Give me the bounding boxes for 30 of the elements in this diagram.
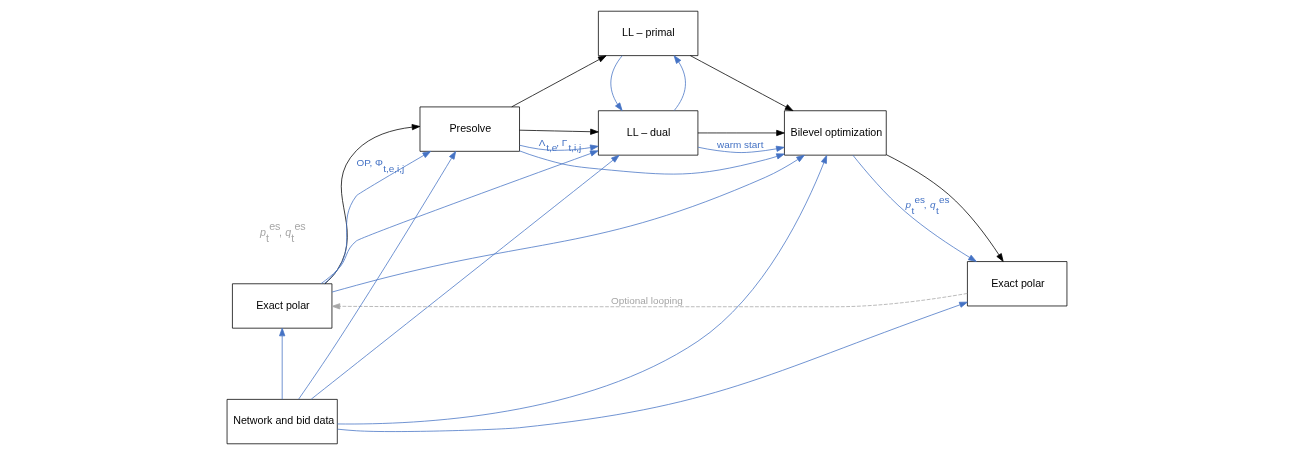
node-box: LL – dual (597, 110, 698, 156)
arrow (324, 124, 420, 285)
arrow (336, 155, 827, 425)
node-box: Exact polar (231, 283, 332, 329)
arrow (852, 154, 977, 262)
arrow (331, 154, 805, 293)
arrow (297, 151, 456, 400)
node-box: Network and bid data (226, 399, 338, 445)
arrow (673, 55, 686, 111)
arrow (331, 293, 968, 310)
node-box: Presolve (419, 106, 520, 152)
node-box: LL – primal (597, 10, 698, 56)
arrow (885, 154, 1004, 262)
arrow (510, 55, 606, 108)
arrow (689, 55, 793, 111)
arrow (278, 327, 285, 400)
arrow (518, 150, 785, 175)
node-box: Bilevel optimization (783, 110, 887, 156)
edge-label: Optional looping (610, 294, 683, 306)
node-box: Exact polar (966, 261, 1067, 307)
arrow (310, 154, 619, 400)
arrow (697, 129, 785, 136)
arrow (697, 145, 785, 153)
arrow (336, 301, 968, 432)
arrow (518, 128, 599, 135)
arrow (323, 151, 431, 284)
edge-label: warm start (716, 138, 763, 150)
arrow (609, 55, 623, 111)
arrow (320, 150, 598, 285)
arrow (518, 144, 599, 151)
